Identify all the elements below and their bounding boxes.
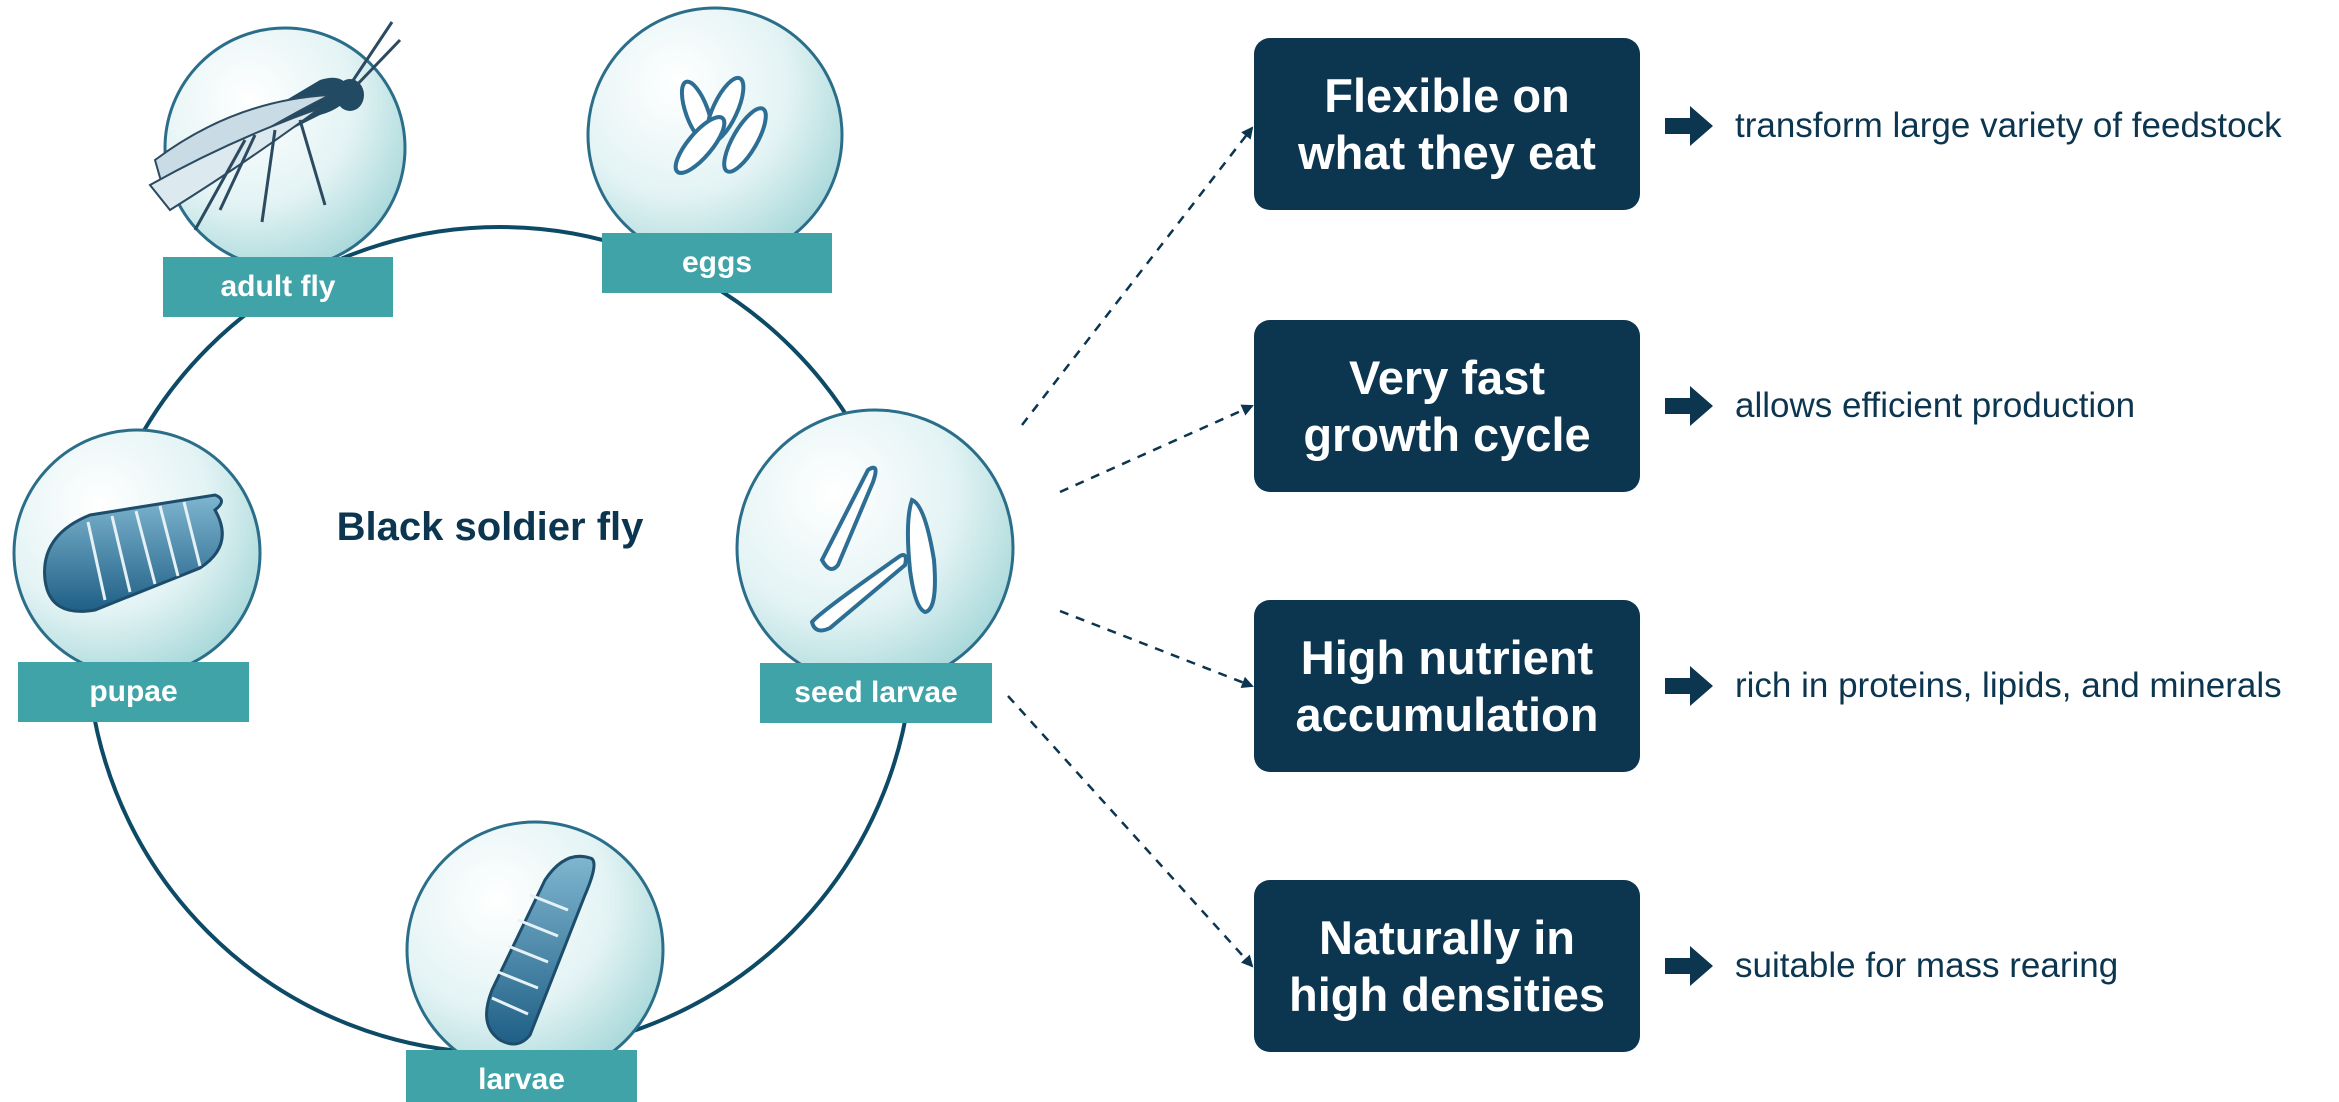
eggs-icon xyxy=(673,75,768,175)
pupa-icon xyxy=(43,493,224,613)
stage-label-seed-larvae: seed larvae xyxy=(760,663,992,723)
connector-flexible xyxy=(1021,126,1254,426)
connector-densities xyxy=(1007,695,1254,968)
arrow-right-icon xyxy=(1665,386,1713,426)
property-line: High nutrient xyxy=(1300,631,1594,684)
benefit-efficient-production: allows efficient production xyxy=(1735,386,2135,426)
benefit-text: allows efficient production xyxy=(1735,386,2136,425)
property-line: high densities xyxy=(1289,968,1605,1021)
property-line: Flexible on xyxy=(1324,69,1570,122)
property-line: Very fast xyxy=(1349,351,1545,404)
larva-icon xyxy=(485,854,596,1046)
arrow-right-icon xyxy=(1665,666,1713,706)
stage-pupae xyxy=(12,428,262,678)
benefit-feedstock: transform large variety of feedstock xyxy=(1735,106,2282,146)
stage-adult-fly xyxy=(148,21,407,270)
diagram-title: Black soldier fly xyxy=(336,505,644,549)
arrow-right-icon xyxy=(1665,946,1713,986)
property-line: Naturally in xyxy=(1319,911,1575,964)
benefit-mass-rearing: suitable for mass rearing xyxy=(1735,946,2118,986)
benefit-arrows xyxy=(1665,106,1713,986)
property-line: accumulation xyxy=(1295,688,1599,741)
stage-larvae xyxy=(405,820,665,1080)
stage-label-adult-fly: adult fly xyxy=(163,257,393,317)
benefit-text: transform large variety of feedstock xyxy=(1735,106,2282,145)
property-fast-growth: Very fast growth cycle xyxy=(1254,320,1640,492)
benefit-text: rich in proteins, lipids, and minerals xyxy=(1735,666,2282,705)
connector-fast-growth xyxy=(1059,404,1254,494)
arrow-right-icon xyxy=(1665,106,1713,146)
property-line: growth cycle xyxy=(1303,408,1591,461)
stage-label-eggs: eggs xyxy=(602,233,832,293)
seed-larvae-icon xyxy=(809,465,937,633)
connector-arrows xyxy=(1007,126,1254,968)
benefit-text: suitable for mass rearing xyxy=(1735,946,2119,985)
property-line: what they eat xyxy=(1298,126,1596,179)
stage-seed-larvae xyxy=(735,408,1015,688)
seed-larvae-bubble xyxy=(735,408,1015,688)
stage-label-pupae: pupae xyxy=(18,662,249,722)
property-flexible-diet: Flexible on what they eat xyxy=(1254,38,1640,210)
connector-nutrient xyxy=(1059,609,1254,688)
property-high-densities: Naturally in high densities xyxy=(1254,880,1640,1052)
stage-label-larvae: larvae xyxy=(406,1050,637,1102)
benefit-nutrients: rich in proteins, lipids, and minerals xyxy=(1735,666,2282,706)
adult-fly-icon xyxy=(148,21,402,231)
property-nutrient-accumulation: High nutrient accumulation xyxy=(1254,600,1640,772)
stage-eggs xyxy=(586,6,844,264)
